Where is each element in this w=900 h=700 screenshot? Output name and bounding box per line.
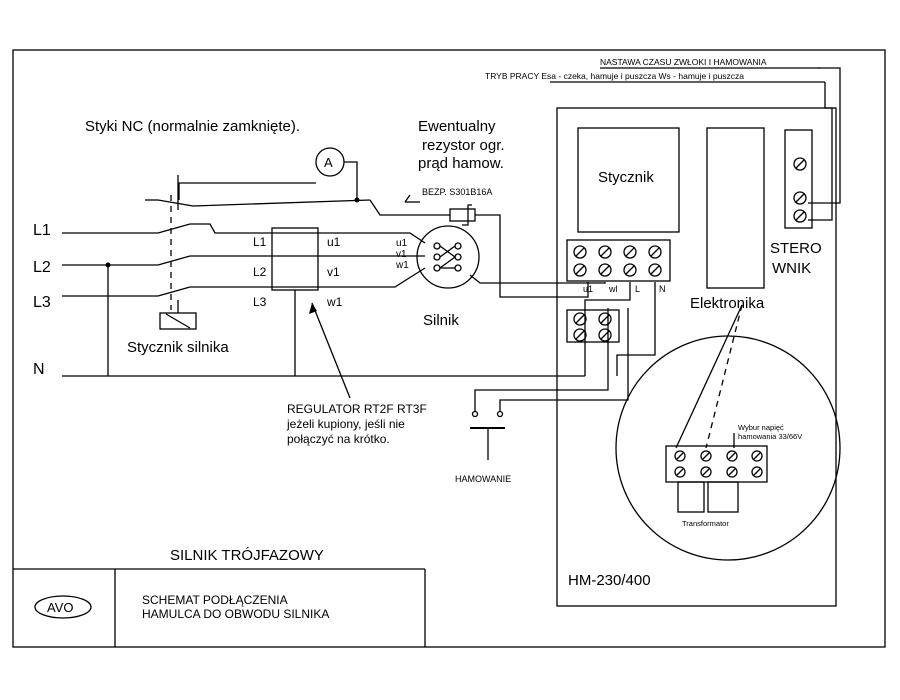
silnik-label: Silnik	[423, 312, 459, 329]
main-contact-2	[157, 255, 191, 266]
silnik-trojfazowy-label: SILNIK TRÓJFAZOWY	[170, 547, 324, 564]
regulator-pointer	[311, 302, 351, 399]
motor-label-v1: v1	[396, 249, 407, 260]
avo-logo	[34, 595, 92, 619]
avo-text: AVO	[47, 600, 74, 615]
coil-diagonal	[165, 313, 191, 329]
regulator-pointer-head	[309, 303, 317, 314]
node-l2-left	[105, 262, 111, 268]
main-contact-1	[157, 223, 191, 234]
schemat-line1: SCHEMAT PODŁĄCZENIA	[142, 593, 288, 607]
detail-lead-dashed	[705, 304, 743, 449]
sterownik-terminals	[793, 157, 807, 223]
stero-line1: STERO	[770, 240, 822, 257]
reg-out-v1: v1	[327, 265, 340, 279]
wire-n-term	[616, 282, 656, 376]
detail-lead-solid	[675, 304, 743, 449]
term-label-u1: u1	[583, 284, 593, 294]
sterownik-box	[784, 129, 813, 229]
regulator-note-2: jeżeli kupiony, jeśli nie	[286, 417, 405, 431]
reg-out-u1: u1	[327, 235, 341, 249]
term-label-wl: wl	[608, 284, 618, 294]
label-n: N	[33, 361, 45, 378]
nastawa-label: NASTAWA CZASU ZWŁOKI I HAMOWANIA	[600, 57, 767, 67]
motor-lead-to-wl	[469, 274, 606, 284]
ammeter-wire-left	[178, 182, 316, 200]
motor-term-6	[454, 264, 462, 272]
tryb-label: TRYB PRACY Esa - czeka, hamuje i puszcza…	[485, 71, 744, 81]
ham-wire-1	[474, 308, 609, 412]
term-label-l: L	[635, 284, 640, 294]
nc-aux-to-fuse	[369, 199, 425, 216]
detail-terminal-screws	[674, 450, 763, 478]
wire-l1-reg	[190, 223, 272, 234]
wire-u1-motor	[318, 232, 426, 244]
breaker-contact	[404, 194, 411, 203]
wire-w1-motor	[318, 267, 426, 288]
motor-term-2	[433, 253, 441, 261]
brake-terminal-screws	[573, 312, 612, 342]
motor-lead-top	[462, 204, 472, 226]
ewentualny-line1: Ewentualny	[418, 118, 496, 135]
nc-aux-wire	[192, 199, 371, 207]
stero-line2: WNIK	[772, 260, 811, 277]
ham-wire-2	[499, 308, 629, 412]
term-label-n: N	[659, 284, 666, 294]
ham-contact-2	[496, 410, 504, 418]
terminal-strip	[566, 239, 671, 282]
stycznik-label: Stycznik	[598, 169, 654, 186]
motor-bridge-b	[439, 245, 456, 258]
transformer-leg-1	[677, 481, 705, 513]
transformator-label: Transformator	[682, 519, 729, 528]
label-l2: L2	[33, 259, 51, 276]
reg-in-l1: L1	[253, 235, 267, 249]
contactor-coil-icon	[159, 312, 197, 330]
motor-label-u1: u1	[396, 238, 408, 249]
main-contact-3	[157, 286, 191, 297]
reg-out-w1: w1	[326, 295, 343, 309]
wire-nastawa	[808, 67, 841, 204]
schemat-line2: HAMULCA DO OBWODU SILNIKA	[142, 607, 329, 621]
relay-box	[706, 127, 765, 289]
stycznik-box	[577, 127, 680, 233]
brake-terminal-block	[566, 309, 620, 343]
motor-term-4	[454, 242, 462, 250]
regulator-note-3: połączyć na krótko.	[287, 432, 390, 446]
motor-label-w1: w1	[395, 260, 409, 271]
resistor-icon	[449, 208, 476, 222]
bezp-label: BEZP. S301B16A	[422, 187, 492, 197]
wybur-line1: Wybur napięć	[738, 423, 784, 432]
transformer-leg-2	[707, 481, 739, 513]
styki-label: Styki NC (normalnie zamknięte).	[85, 118, 300, 135]
wire-resistor-to-u1	[475, 214, 589, 298]
label-l3: L3	[33, 294, 51, 311]
regulator-box	[271, 227, 319, 291]
ammeter-label: A	[324, 155, 333, 170]
nc-aux-contact	[157, 199, 194, 207]
reg-in-l3: L3	[253, 295, 267, 309]
label-l1: L1	[33, 222, 51, 239]
ewentualny-line2: rezystor ogr.	[422, 137, 505, 154]
hm-label: HM-230/400	[568, 572, 651, 589]
motor-term-3	[433, 264, 441, 272]
motor-bridge-a	[439, 245, 457, 269]
stycznik-silnika-label: Stycznik silnika	[127, 339, 229, 356]
hamowanie-label: HAMOWANIE	[455, 474, 511, 484]
regulator-note-1: REGULATOR RT2F RT3F	[287, 402, 427, 416]
motor-icon	[416, 225, 480, 289]
ham-contact-1	[471, 410, 479, 418]
hm-unit-box	[556, 107, 837, 607]
ewentualny-line3: prąd hamow.	[418, 155, 504, 172]
motor-term-1	[433, 242, 441, 250]
elektronika-label: Elektronika	[690, 295, 765, 312]
terminal-strip-screws	[573, 245, 662, 277]
reg-in-l2: L2	[253, 265, 267, 279]
drawing-frame	[12, 49, 886, 648]
ammeter-wire-right	[344, 161, 358, 200]
wybur-line2: hamowania 33/66V	[738, 432, 802, 441]
